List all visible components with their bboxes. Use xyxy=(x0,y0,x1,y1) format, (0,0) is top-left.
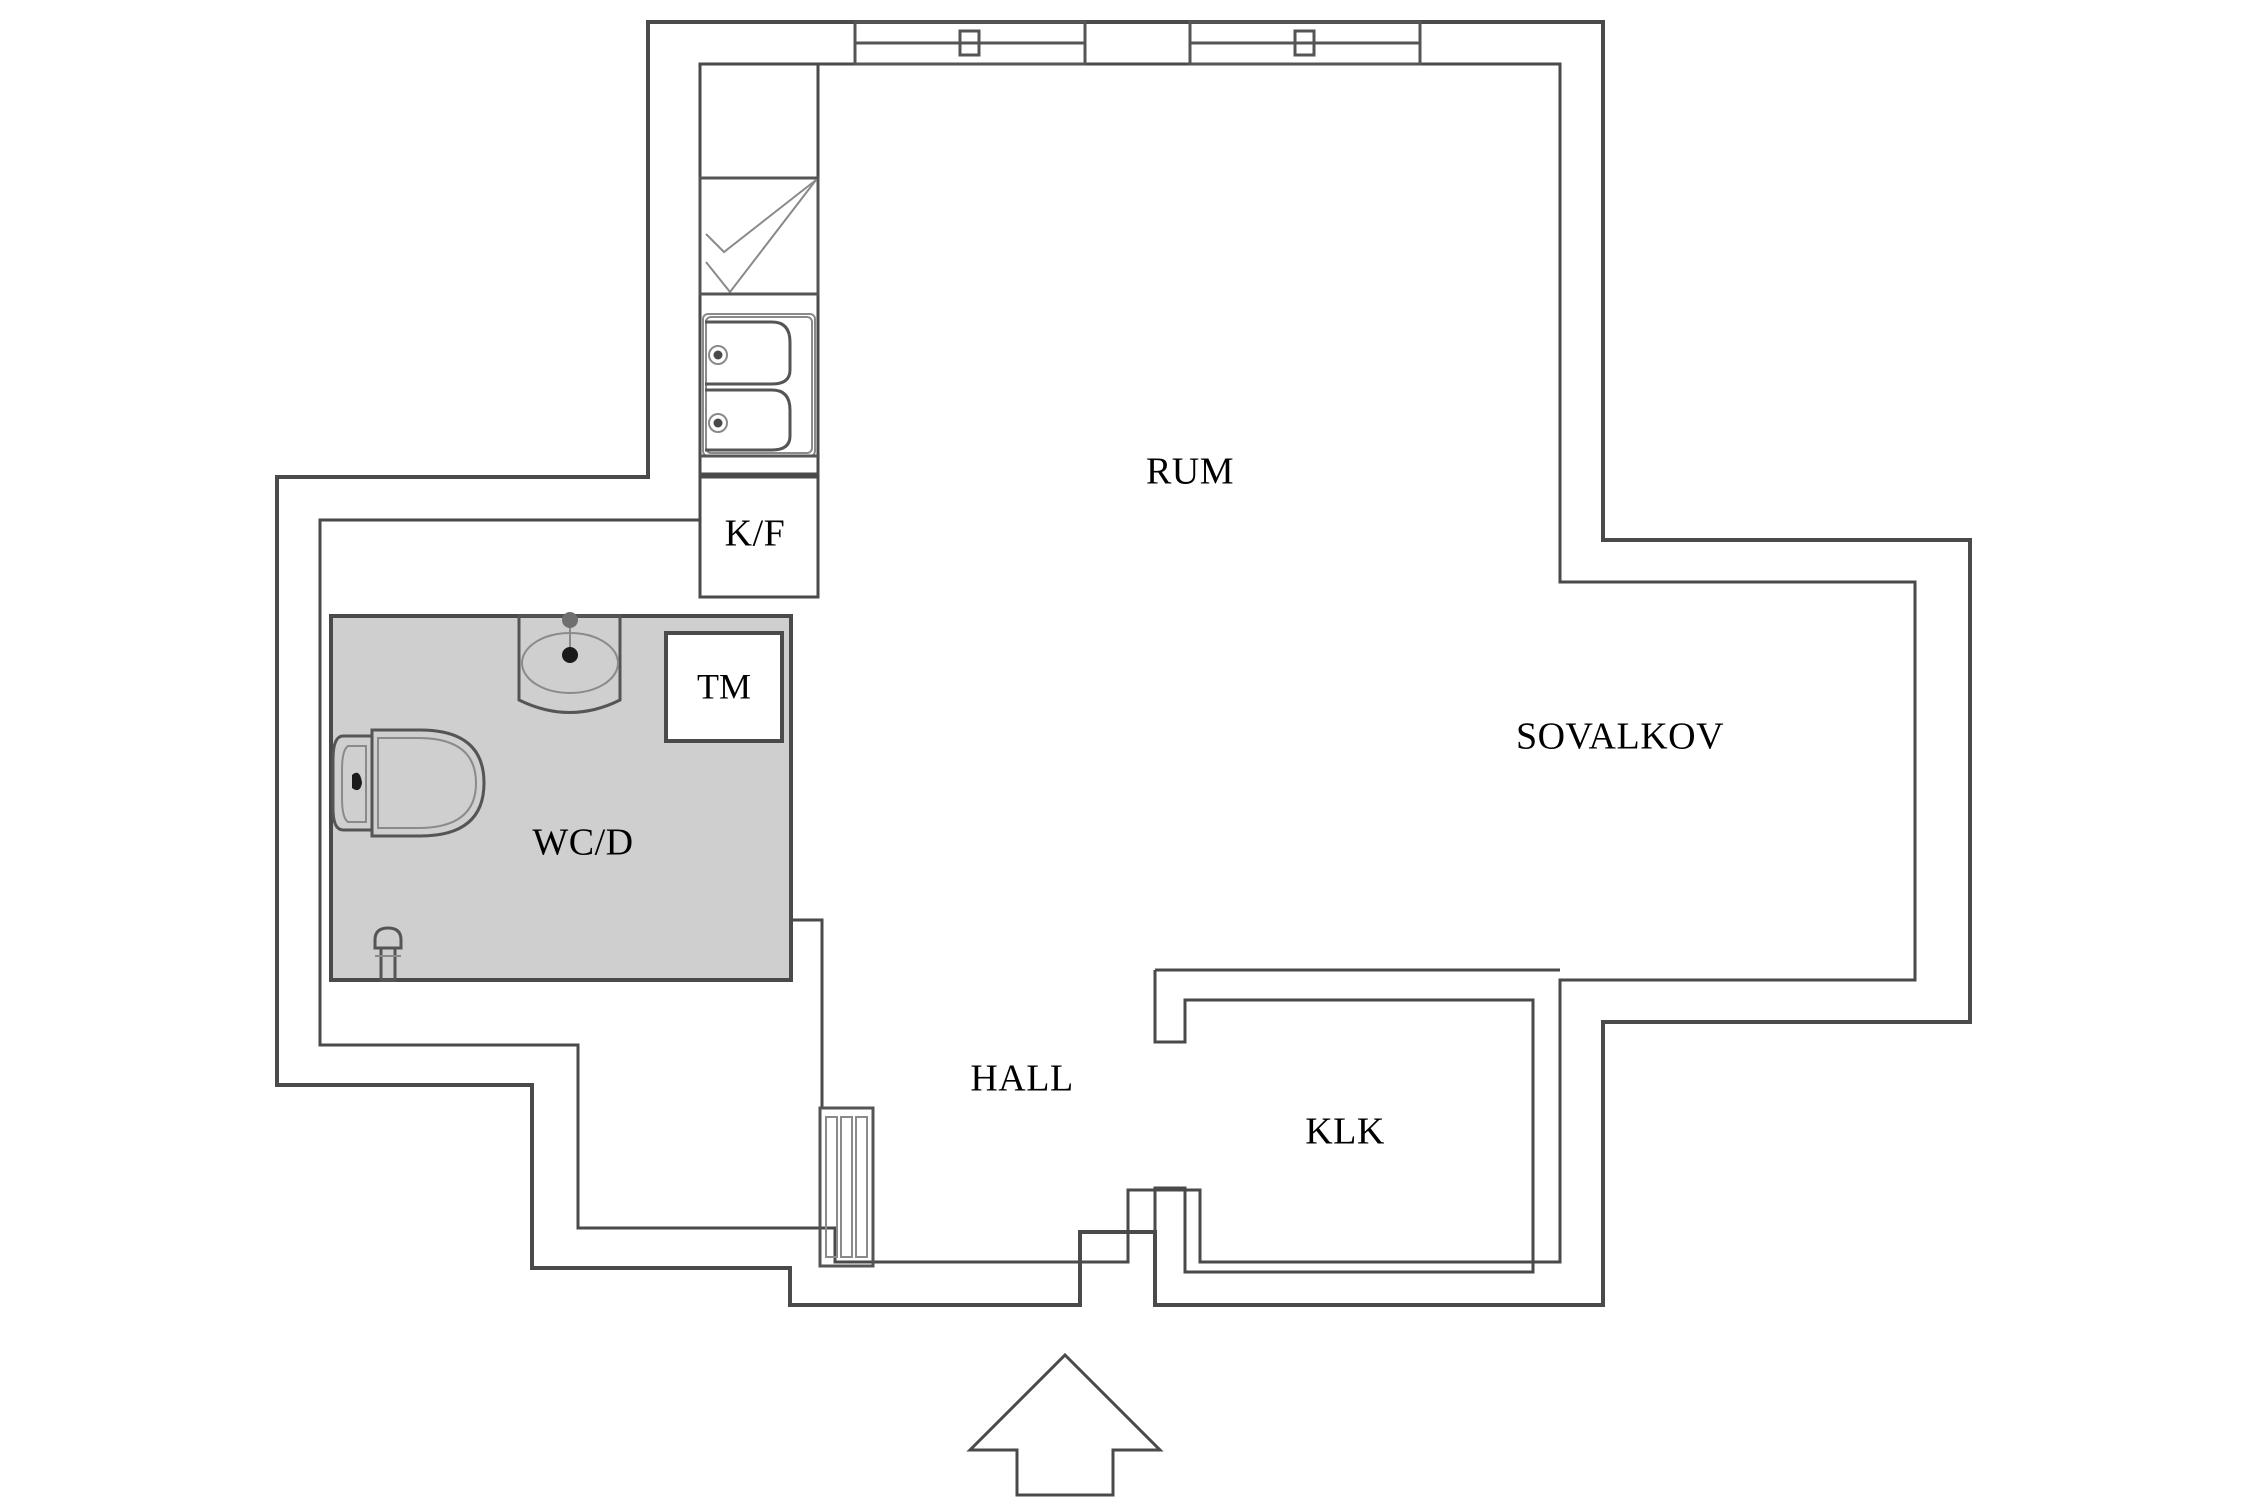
washbasin-icon xyxy=(517,612,622,714)
kf-niche xyxy=(698,475,820,599)
window-1 xyxy=(853,20,1087,66)
room-labels: RUM SOVALKOV HALL KLK WC/D K/F xyxy=(532,451,1724,1153)
radiator-icon xyxy=(818,1106,875,1268)
window-2 xyxy=(1188,20,1422,66)
entrance-arrow-icon xyxy=(966,1352,1164,1497)
window-group xyxy=(853,20,1422,66)
room-label-klk: KLK xyxy=(1305,1111,1385,1153)
room-label-wcd: WC/D xyxy=(532,822,633,864)
toilet-icon xyxy=(331,728,486,838)
exterior-walls xyxy=(275,20,1972,1307)
kitchen-units xyxy=(698,62,820,476)
hall-partition-walls xyxy=(576,918,824,1228)
klk-walls xyxy=(1153,968,1560,1274)
room-label-sovalkov: SOVALKOV xyxy=(1516,716,1724,758)
dishwasher-icon xyxy=(698,176,820,296)
room-label-rum: RUM xyxy=(1146,451,1234,493)
room-label-hall: HALL xyxy=(970,1058,1073,1100)
room-label-kf: K/F xyxy=(725,513,786,555)
tm-label: TM xyxy=(697,666,751,706)
floor-drain-icon xyxy=(373,926,403,982)
tm-appliance-box: TM xyxy=(664,631,784,743)
kitchen-sink-icon xyxy=(702,313,816,457)
